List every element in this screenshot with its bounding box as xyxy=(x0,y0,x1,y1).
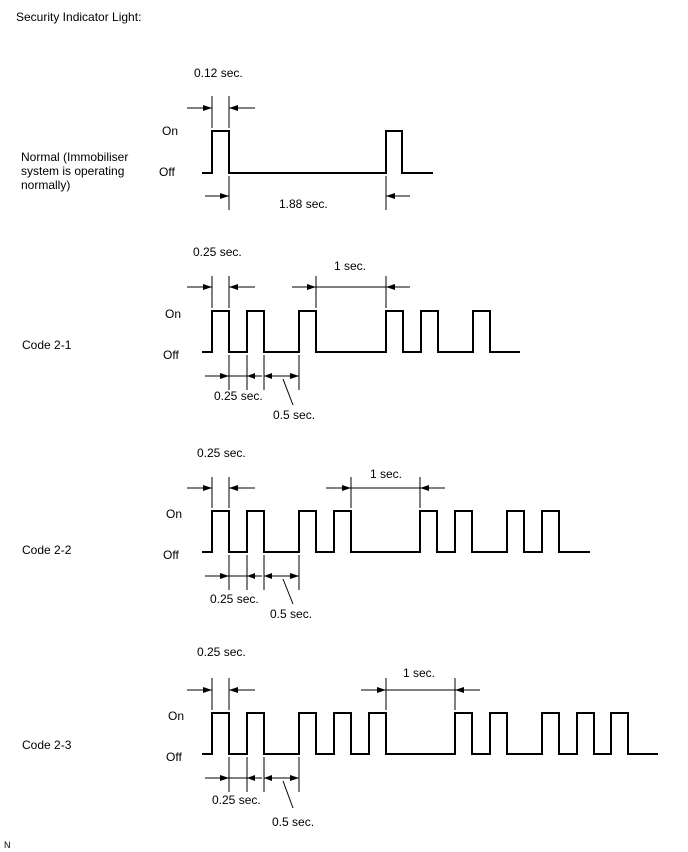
code21-waveform xyxy=(202,310,520,353)
code23-off-label: Off xyxy=(166,750,182,764)
code21-gap-label: 1 sec. xyxy=(334,259,366,273)
normal-on-label: On xyxy=(162,124,178,138)
code23-pulse-label: 0.25 sec. xyxy=(197,645,246,659)
code22-gap-label: 1 sec. xyxy=(370,467,402,481)
code21-label: Code 2-1 xyxy=(22,338,72,352)
code23-on-label: On xyxy=(168,709,184,723)
normal-interval-label: 1.88 sec. xyxy=(279,197,328,211)
code22-on-label: On xyxy=(166,507,182,521)
normal-waveform xyxy=(202,130,433,174)
code21-off-label: Off xyxy=(163,348,179,362)
code22-pulse-label: 0.25 sec. xyxy=(197,446,246,460)
diagram-title: Security Indicator Light: xyxy=(16,10,141,24)
code22-off-short-label: 0.25 sec. xyxy=(210,592,259,606)
code21-off-short-label: 0.25 sec. xyxy=(214,389,263,403)
code21-off-mid-label: 0.5 sec. xyxy=(273,408,315,422)
code23-section: Code 2-3 On Off 0.25 sec. 1 sec. 0.25 se… xyxy=(22,645,658,829)
code21-on-label: On xyxy=(165,307,181,321)
normal-label-line-1: Normal (Immobiliser xyxy=(21,150,128,164)
code23-off-mid-label: 0.5 sec. xyxy=(272,815,314,829)
code22-waveform xyxy=(202,510,590,553)
normal-section: Normal (Immobiliser system is operating … xyxy=(21,66,433,211)
normal-label-line-2: system is operating xyxy=(21,164,124,178)
code21-section: Code 2-1 On Off 0.25 sec. 1 sec. xyxy=(22,245,520,422)
code22-off-mid-label: 0.5 sec. xyxy=(270,607,312,621)
normal-pulse-width-label: 0.12 sec. xyxy=(194,66,243,80)
footer-mark: N xyxy=(4,840,11,850)
code23-off-short-label: 0.25 sec. xyxy=(212,793,261,807)
code22-label: Code 2-2 xyxy=(22,543,72,557)
code22-off-label: Off xyxy=(163,548,179,562)
code23-waveform xyxy=(202,712,658,755)
code23-gap-label: 1 sec. xyxy=(403,666,435,680)
normal-label-line-3: normally) xyxy=(21,178,70,192)
code22-section: Code 2-2 On Off 0.25 sec. 1 sec. 0.25 se… xyxy=(22,446,590,621)
code23-label: Code 2-3 xyxy=(22,738,72,752)
normal-off-label: Off xyxy=(159,165,175,179)
code21-pulse-label: 0.25 sec. xyxy=(193,245,242,259)
